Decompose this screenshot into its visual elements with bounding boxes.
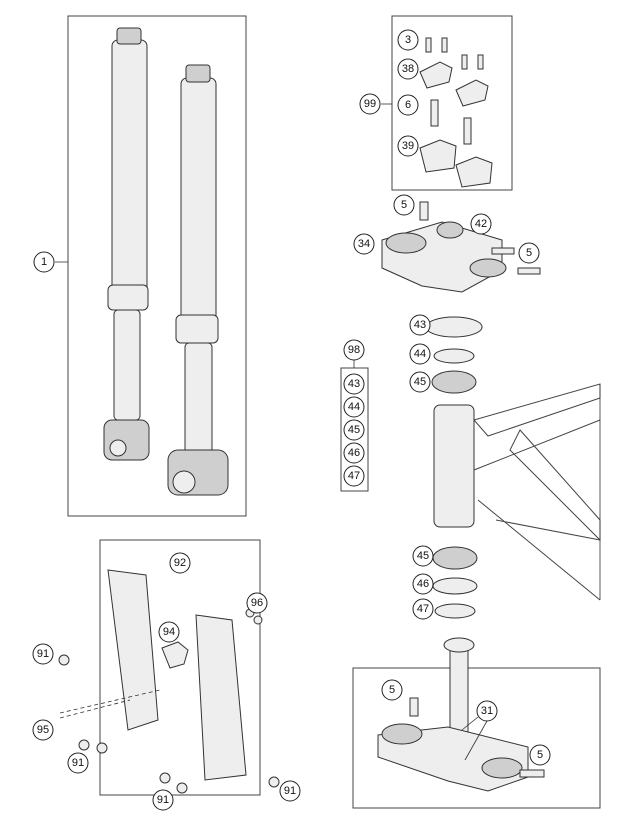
callout-bar-mount-kit: 99 (359, 93, 381, 115)
lower-triple-clamp-group (352, 637, 601, 809)
callout-label: 31 (481, 705, 493, 717)
steering-head-lower-parts (432, 546, 478, 619)
callout-label: 98 (348, 344, 360, 356)
callout-kit-43: 43 (343, 373, 365, 395)
callout-fork-protector: 92 (169, 552, 191, 574)
callout-label: 44 (348, 401, 360, 413)
callout-screw-91-d: 91 (279, 780, 301, 802)
callout-label: 44 (414, 348, 426, 360)
callout-label: 1 (41, 256, 47, 268)
callout-fork-assembly: 1 (33, 251, 55, 273)
fork-assembly-group (55, 15, 247, 517)
callout-upper-triple-clamp: 34 (353, 233, 375, 255)
callout-bearing-upper: 45 (409, 371, 431, 393)
callout-bar-mount-bolt: 6 (397, 94, 419, 116)
callout-screw-95: 95 (32, 719, 54, 741)
callout-label: 47 (417, 603, 429, 615)
right-fork-leg (167, 64, 229, 496)
callout-label: 39 (402, 140, 414, 152)
callout-clamp-upper: 39 (397, 135, 419, 157)
upper-triple-clamp-group (381, 201, 541, 293)
callout-steering-head-kit: 98 (343, 339, 365, 361)
callout-screw-91-c: 91 (152, 789, 174, 811)
callout-bolt-top-left: 5 (393, 194, 415, 216)
callout-kit-44: 44 (343, 396, 365, 418)
callout-stem-nut: 42 (470, 213, 492, 235)
callout-screw-91-a: 91 (32, 643, 54, 665)
callout-label: 6 (405, 99, 411, 111)
callout-label: 45 (417, 550, 429, 562)
bar-mount-kit-group (381, 15, 513, 191)
callout-label: 96 (251, 597, 263, 609)
callout-screw-91-b: 91 (67, 752, 89, 774)
callout-bearing-lower: 45 (412, 545, 434, 567)
motorcycle-frame (433, 383, 601, 601)
callout-clamp-lower: 38 (397, 58, 419, 80)
callout-kit-47: 47 (343, 465, 365, 487)
callout-bolt-bottom-right: 5 (529, 744, 551, 766)
callout-label: 42 (475, 218, 487, 230)
callout-seal-ring-upper: 44 (409, 343, 431, 365)
callout-label: 34 (358, 238, 370, 250)
callout-label: 91 (72, 757, 84, 769)
callout-label: 99 (364, 98, 376, 110)
callout-screw-small: 3 (397, 29, 419, 51)
callout-label: 45 (348, 424, 360, 436)
callout-label: 5 (389, 684, 395, 696)
fork-protector-group (58, 539, 280, 796)
callout-label: 5 (401, 199, 407, 211)
callout-label: 38 (402, 63, 414, 75)
callout-label: 45 (414, 376, 426, 388)
callout-label: 91 (37, 648, 49, 660)
callout-bracket-94: 94 (158, 621, 180, 643)
steering-head-upper-parts (425, 316, 483, 394)
callout-label: 5 (526, 247, 532, 259)
callout-label: 46 (348, 447, 360, 459)
callout-label: 94 (163, 626, 175, 638)
callout-label: 43 (414, 319, 426, 331)
callout-bolt-bottom-left: 5 (381, 679, 403, 701)
steering-head-kit-group (340, 367, 369, 492)
callout-label: 95 (37, 724, 49, 736)
callout-lower-triple-clamp: 31 (476, 700, 498, 722)
callout-seal-lower: 46 (412, 573, 434, 595)
callout-label: 47 (348, 470, 360, 482)
callout-label: 3 (405, 34, 411, 46)
callout-label: 91 (284, 785, 296, 797)
callout-label: 5 (537, 749, 543, 761)
callout-label: 91 (157, 794, 169, 806)
callout-label: 92 (174, 557, 186, 569)
left-fork-leg (103, 27, 150, 461)
callout-kit-45: 45 (343, 419, 365, 441)
callout-label: 46 (417, 578, 429, 590)
callout-label: 43 (348, 378, 360, 390)
callout-ring-lower: 47 (412, 598, 434, 620)
callout-bolt-top-right: 5 (518, 242, 540, 264)
callout-nut-96: 96 (246, 592, 268, 614)
callout-kit-46: 46 (343, 442, 365, 464)
callout-dust-cover: 43 (409, 314, 431, 336)
